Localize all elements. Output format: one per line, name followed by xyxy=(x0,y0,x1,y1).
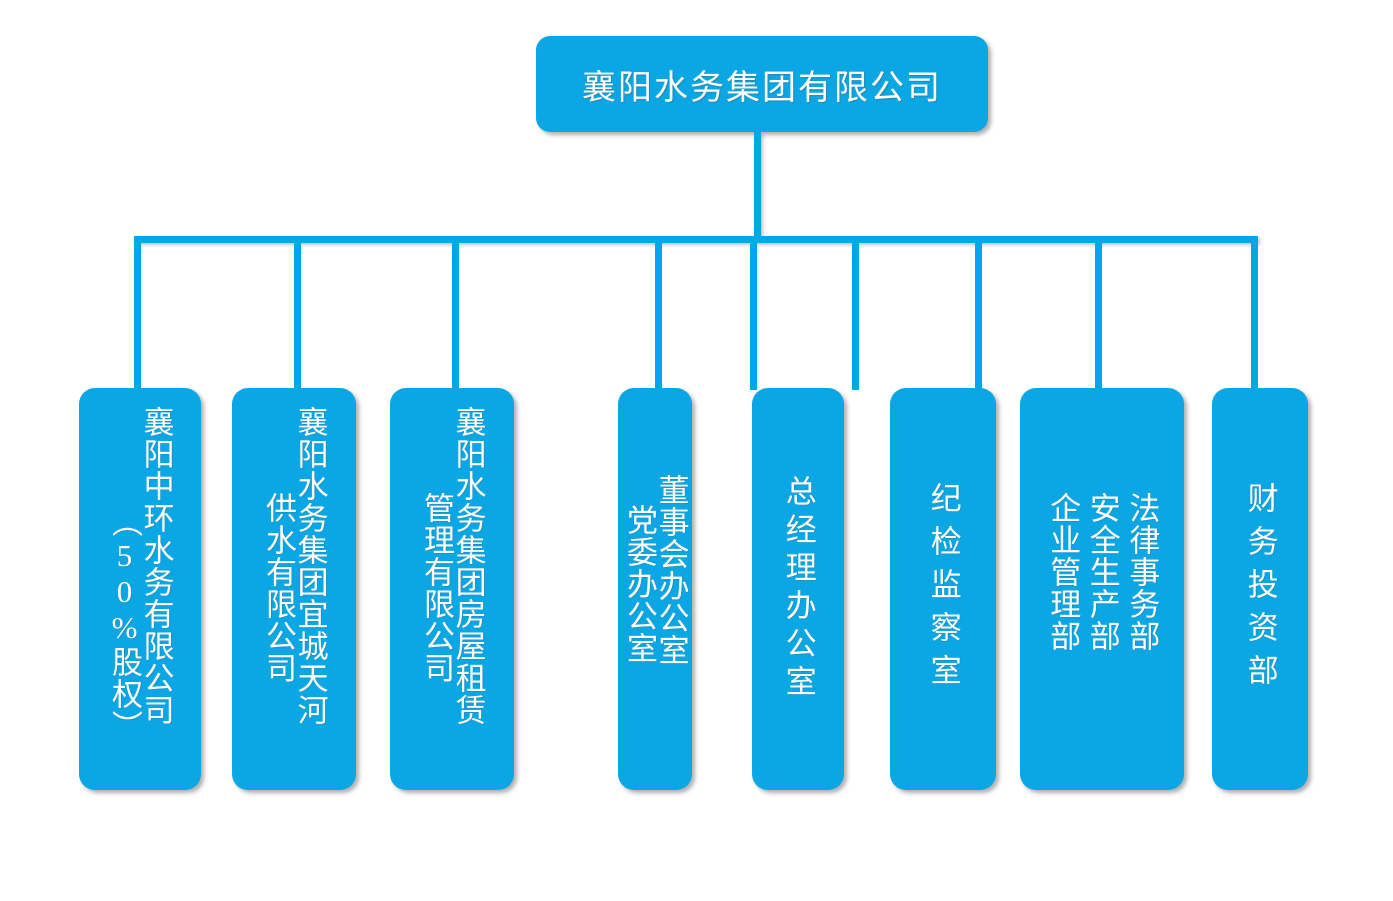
org-node-label-col: 纪检监察室 xyxy=(925,481,961,697)
connector-drop-8 xyxy=(1095,242,1102,390)
org-node-label-col: 安全生产部 xyxy=(1084,492,1120,652)
org-node-discipline-inspection-office[interactable]: 纪检监察室 xyxy=(890,388,996,790)
org-node-label-col: 襄阳水务集团宜城天河 xyxy=(292,406,328,726)
org-node-legal-safety-enterprise-dept[interactable]: 法律事务部 安全生产部 企业管理部 xyxy=(1020,388,1184,790)
org-node-root[interactable]: 襄阳水务集团有限公司 xyxy=(536,36,988,132)
org-node-general-manager-office[interactable]: 总经理办公室 xyxy=(752,388,844,790)
org-node-housing-lease-management[interactable]: 襄阳水务集团房屋租赁 管理有限公司 xyxy=(390,388,514,790)
connector-drop-3 xyxy=(452,242,459,390)
connector-drop-7 xyxy=(975,242,982,390)
org-node-label-col: 董事会办公室 xyxy=(653,474,689,666)
org-node-label-col: 法律事务部 xyxy=(1124,492,1160,652)
connector-root-drop xyxy=(754,132,761,240)
connector-drop-5 xyxy=(750,242,757,390)
connector-drop-4 xyxy=(655,242,662,390)
org-node-label-col: （50%股权） xyxy=(107,506,142,742)
connector-drop-9 xyxy=(1251,242,1258,390)
org-node-label-col: 供水有限公司 xyxy=(261,492,296,684)
org-node-yicheng-tianhe-water-supply[interactable]: 襄阳水务集团宜城天河 供水有限公司 xyxy=(232,388,356,790)
connector-drop-2 xyxy=(294,242,301,390)
org-node-label-col: 党委办公室 xyxy=(622,504,657,664)
org-node-label-col: 财务投资部 xyxy=(1242,481,1278,697)
org-node-zhonghuan-water[interactable]: 襄阳中环水务有限公司 （50%股权） xyxy=(79,388,201,790)
connector-horizontal-bus xyxy=(134,236,1258,243)
org-node-label-col: 襄阳中环水务有限公司 xyxy=(138,406,174,726)
org-node-label-col: 总经理办公室 xyxy=(780,475,816,703)
connector-drop-6 xyxy=(852,242,859,390)
org-node-label-col: 襄阳水务集团房屋租赁 xyxy=(450,406,486,726)
connector-drop-1 xyxy=(134,242,141,390)
org-node-board-and-party-office[interactable]: 董事会办公室 党委办公室 xyxy=(618,388,692,790)
org-node-root-label: 襄阳水务集团有限公司 xyxy=(582,69,942,107)
org-node-finance-investment-dept[interactable]: 财务投资部 xyxy=(1212,388,1308,790)
org-node-label-col: 管理有限公司 xyxy=(419,492,454,684)
org-node-label-col: 企业管理部 xyxy=(1045,492,1081,652)
